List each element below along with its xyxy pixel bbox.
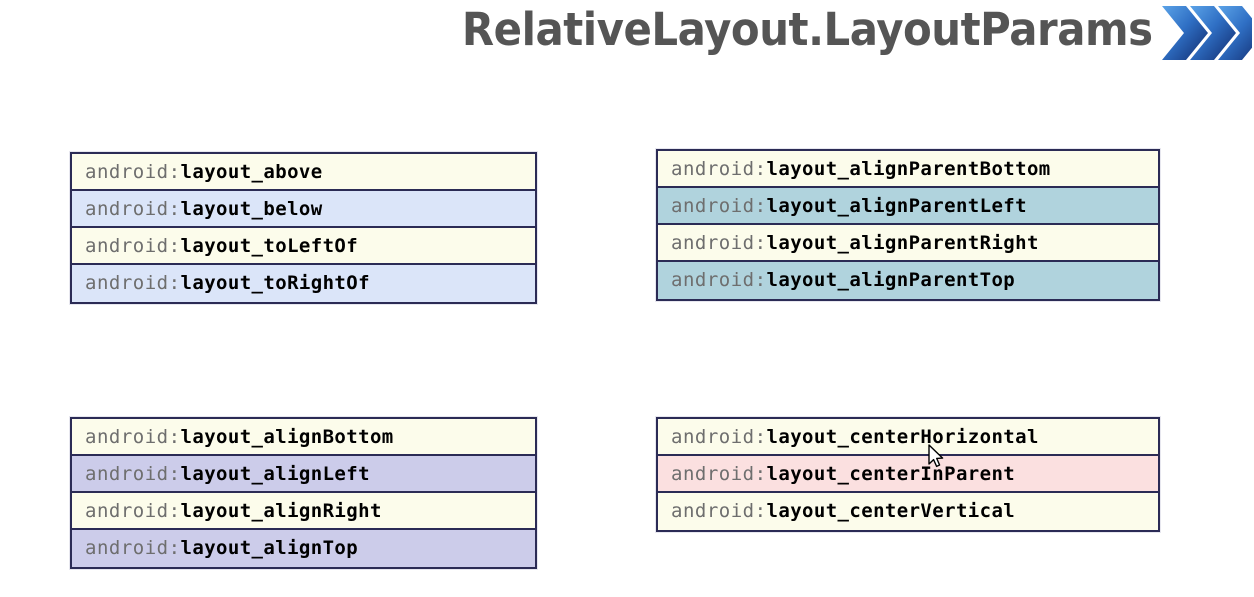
table-row: android:layout_toRightOf	[72, 265, 535, 302]
table-row: android:layout_below	[72, 191, 535, 228]
namespace-prefix: android:	[85, 463, 181, 485]
table-row: android:layout_centerHorizontal	[658, 419, 1158, 456]
table-row: android:layout_alignLeft	[72, 456, 535, 493]
namespace-prefix: android:	[671, 232, 767, 254]
namespace-prefix: android:	[671, 158, 767, 180]
attribute-name: layout_alignLeft	[180, 463, 370, 485]
namespace-prefix: android:	[85, 500, 181, 522]
attribute-name: layout_below	[180, 198, 323, 220]
attribute-name: layout_toRightOf	[180, 272, 370, 294]
table-row: android:layout_centerInParent	[658, 456, 1158, 493]
attribute-name: layout_centerHorizontal	[766, 426, 1039, 448]
attribute-name: layout_alignParentTop	[766, 269, 1016, 291]
namespace-prefix: android:	[85, 537, 181, 559]
attribute-name: layout_alignTop	[180, 537, 359, 559]
attribute-name: layout_centerInParent	[766, 463, 1016, 485]
attribute-name: layout_alignParentRight	[766, 232, 1039, 254]
table-row: android:layout_alignParentLeft	[658, 188, 1158, 225]
namespace-prefix: android:	[85, 426, 181, 448]
attribute-name: layout_centerVertical	[766, 500, 1016, 522]
attribute-name: layout_alignBottom	[180, 426, 394, 448]
attribute-name: layout_alignParentBottom	[766, 158, 1051, 180]
namespace-prefix: android:	[85, 235, 181, 257]
attribute-name: layout_alignRight	[180, 500, 382, 522]
namespace-prefix: android:	[671, 500, 767, 522]
table-row: android:layout_toLeftOf	[72, 228, 535, 265]
namespace-prefix: android:	[85, 198, 181, 220]
table-row: android:layout_alignBottom	[72, 419, 535, 456]
namespace-prefix: android:	[671, 463, 767, 485]
namespace-prefix: android:	[671, 426, 767, 448]
table-row: android:layout_alignRight	[72, 493, 535, 530]
table-row: android:layout_alignTop	[72, 530, 535, 567]
namespace-prefix: android:	[85, 272, 181, 294]
table-row: android:layout_centerVertical	[658, 493, 1158, 530]
table-row: android:layout_alignParentTop	[658, 262, 1158, 299]
chevrons-right-icon	[1160, 2, 1254, 64]
page-title: RelativeLayout.LayoutParams	[461, 3, 1153, 56]
attribute-name: layout_above	[180, 161, 323, 183]
page-header: RelativeLayout.LayoutParams	[0, 0, 1254, 68]
namespace-prefix: android:	[85, 161, 181, 183]
namespace-prefix: android:	[671, 195, 767, 217]
attribute-name: layout_alignParentLeft	[766, 195, 1027, 217]
attribute-name: layout_toLeftOf	[180, 235, 359, 257]
table-row: android:layout_alignParentBottom	[658, 151, 1158, 188]
namespace-prefix: android:	[671, 269, 767, 291]
table-row: android:layout_above	[72, 154, 535, 191]
table-row: android:layout_alignParentRight	[658, 225, 1158, 262]
